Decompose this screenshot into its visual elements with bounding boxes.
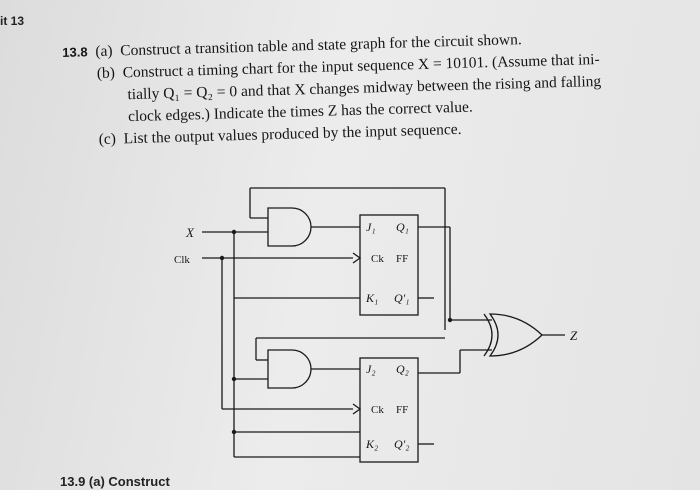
next-problem: 13.9 (a) Construct bbox=[60, 474, 170, 489]
and-gate-1 bbox=[267, 207, 312, 247]
label-clk-input: Clk bbox=[174, 254, 190, 266]
flip-flop-2 bbox=[359, 357, 419, 463]
label-q1-not: Q′₁ bbox=[394, 291, 409, 305]
label-ff1: FF bbox=[396, 253, 408, 265]
label-k1: K₁ bbox=[365, 291, 378, 305]
xor-gate bbox=[488, 313, 543, 357]
xor-gate-back bbox=[483, 313, 493, 357]
junction-q1 bbox=[447, 317, 453, 323]
part-c-label: (c) bbox=[98, 130, 117, 149]
clock-triangle-1 bbox=[352, 252, 362, 264]
unit-header: it 13 bbox=[0, 14, 25, 28]
label-j1: J₁ bbox=[366, 220, 376, 234]
part-b-label: (b) bbox=[96, 64, 116, 83]
label-x-input: X bbox=[185, 225, 195, 240]
label-j2: J₂ bbox=[366, 362, 376, 376]
circuit-diagram: X Clk J₁ Q₁ Ck FF K₁ Q′₁ J₂ Q₂ Ck FF K₂ … bbox=[160, 180, 590, 470]
label-k2: K₂ bbox=[365, 437, 378, 451]
and-gate-2 bbox=[267, 349, 312, 389]
label-z-output: Z bbox=[570, 328, 578, 343]
label-q2: Q₂ bbox=[396, 362, 409, 376]
label-ff2: FF bbox=[396, 404, 408, 416]
bleed-through-text bbox=[150, 10, 154, 26]
junction-clk bbox=[219, 255, 225, 261]
circuit-svg: X Clk J₁ Q₁ Ck FF K₁ Q′₁ J₂ Q₂ Ck FF K₂ … bbox=[174, 187, 578, 463]
problem-number: 13.8 bbox=[62, 44, 88, 60]
junction-x-2 bbox=[231, 376, 237, 382]
junction-x-3 bbox=[231, 429, 237, 435]
label-q1: Q₁ bbox=[396, 220, 409, 234]
clock-triangle-2 bbox=[352, 403, 362, 415]
flip-flop-1 bbox=[359, 214, 419, 316]
junction-x bbox=[231, 229, 237, 235]
label-ck1: Ck bbox=[371, 253, 384, 265]
label-ck2: Ck bbox=[371, 404, 384, 416]
label-q2-not: Q′₂ bbox=[394, 437, 409, 451]
part-a-label: (a) bbox=[95, 42, 113, 61]
